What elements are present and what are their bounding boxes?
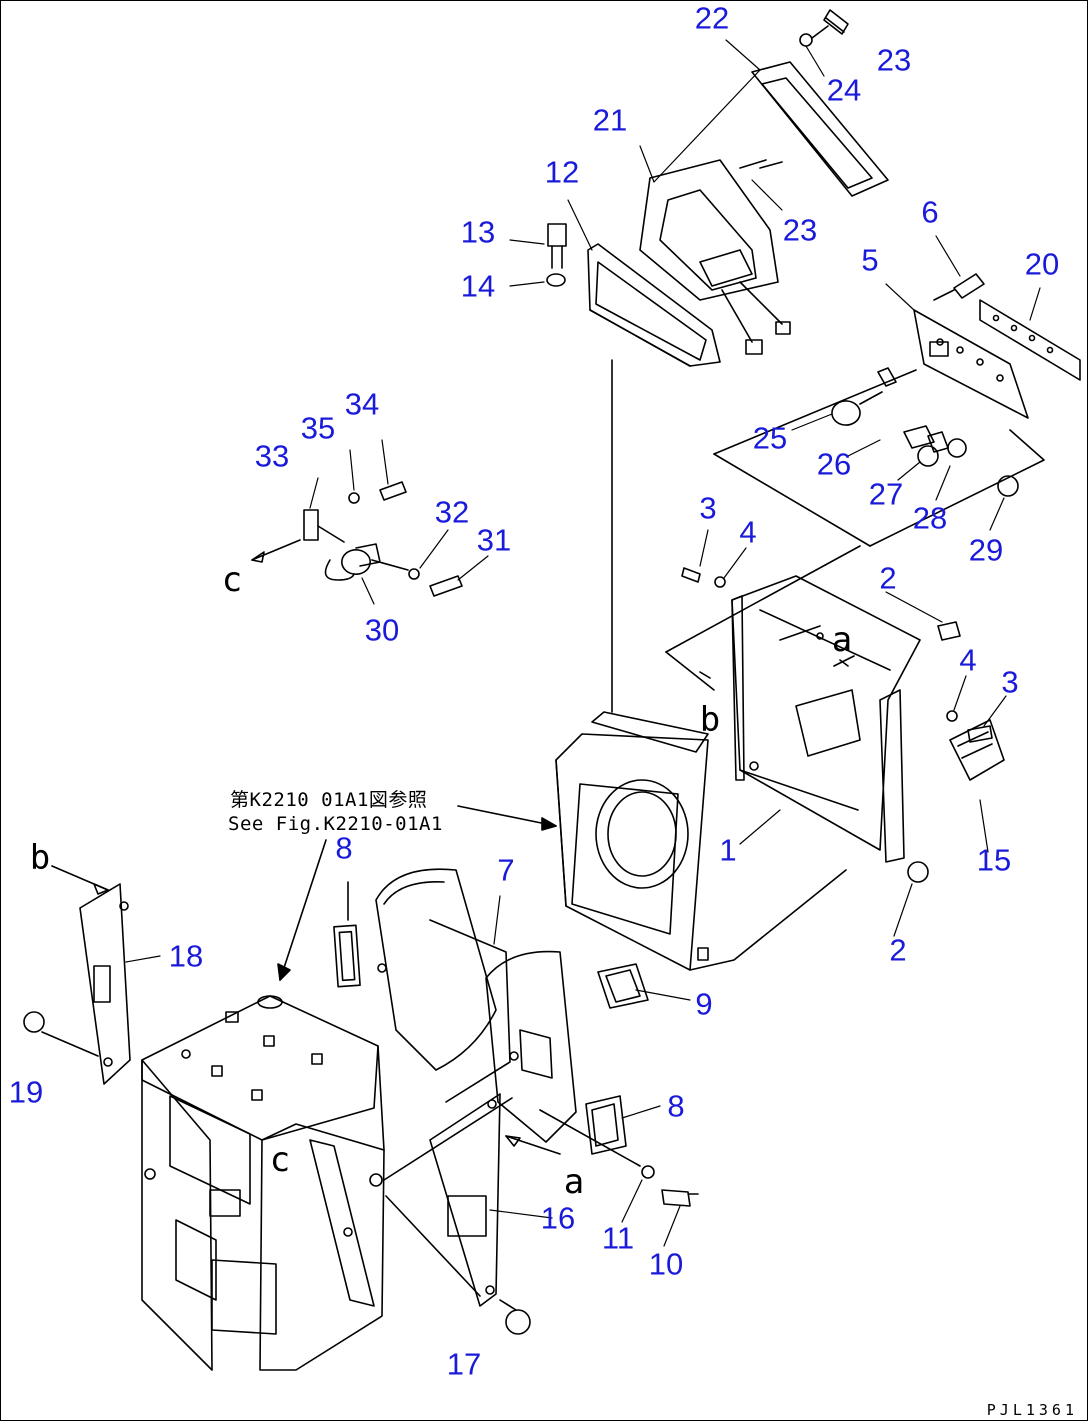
callout-2-bottom: 2 [889,932,907,968]
callout-8-lower: 8 [667,1088,685,1124]
reference-pointer-1 [458,806,556,826]
callout-5: 5 [861,242,879,278]
callout-21: 21 [592,102,628,138]
part-21-housing [640,160,790,354]
part-9-gasket [598,964,648,1008]
callout-26: 26 [816,446,852,482]
view-mark-b-mid: b [699,700,721,740]
reference-note-en: See Fig.K2210-01A1 [228,813,443,835]
view-mark-a-lower: a [563,1162,585,1202]
callout-15: 15 [976,842,1012,878]
base-housing [142,996,512,1370]
part-30-group [252,482,462,596]
callout-8-upper: 8 [335,830,353,866]
callout-10: 10 [648,1246,684,1282]
callout-27: 27 [868,476,904,512]
part-22-frame [752,10,888,196]
callout-9: 9 [695,986,713,1022]
callout-34: 34 [344,386,380,422]
part-7-duct [376,869,576,1142]
callout-31: 31 [476,522,512,558]
callout-1: 1 [719,832,737,868]
switch-parts-25-29 [714,368,1044,546]
callout-6: 6 [921,194,939,230]
view-mark-b-left: b [29,838,51,878]
part-5-plate [914,310,1028,418]
callout-32: 32 [434,494,470,530]
view-mark-c-lower: c [269,1140,291,1180]
part-8-gasket-lower [586,1096,626,1154]
view-mark-a-upper: a [831,620,853,660]
part-20-strip [980,300,1080,380]
part-12-bracket [547,224,720,712]
callout-3-right: 3 [1001,664,1019,700]
reference-arrowhead-2 [278,964,290,980]
callout-23-top: 23 [876,42,912,78]
callout-4-top: 4 [739,514,757,550]
reference-pointer-2 [280,840,326,980]
callout-16: 16 [540,1200,576,1236]
reference-arrowhead-1 [542,818,556,830]
part-16-plate [430,1094,560,1334]
part-10-11-screws [540,1110,698,1206]
part-6-screw [934,274,984,300]
callout-18: 18 [168,938,204,974]
callout-30: 30 [364,612,400,648]
callout-29: 29 [968,532,1004,568]
callout-24: 24 [826,72,862,108]
callout-20: 20 [1024,246,1060,282]
callout-22: 22 [694,0,730,36]
view-mark-c-upper: c [221,560,243,600]
drawing-code: PJL1361 [986,1401,1078,1419]
callout-19: 19 [8,1074,44,1110]
callout-11: 11 [601,1220,635,1256]
callout-14: 14 [460,268,496,304]
callout-28: 28 [912,500,948,536]
duct-frame-center [556,712,846,970]
callout-25: 25 [752,420,788,456]
callout-17: 17 [446,1346,482,1382]
part-18-panel [24,866,130,1084]
callout-13: 13 [460,214,496,250]
callout-23-mid: 23 [782,212,818,248]
callout-4-right: 4 [959,642,977,678]
callout-12: 12 [544,154,580,190]
callout-35: 35 [300,410,336,446]
callout-7: 7 [497,852,515,888]
callout-33: 33 [254,438,290,474]
reference-note-jp: 第K2210 01A1図参照 [230,789,428,811]
part-1-cover [666,546,1004,882]
callout-leaders [126,40,1040,1246]
part-8-gasket-upper [334,882,360,987]
callout-3-top: 3 [699,490,717,526]
callout-2-top: 2 [879,560,897,596]
